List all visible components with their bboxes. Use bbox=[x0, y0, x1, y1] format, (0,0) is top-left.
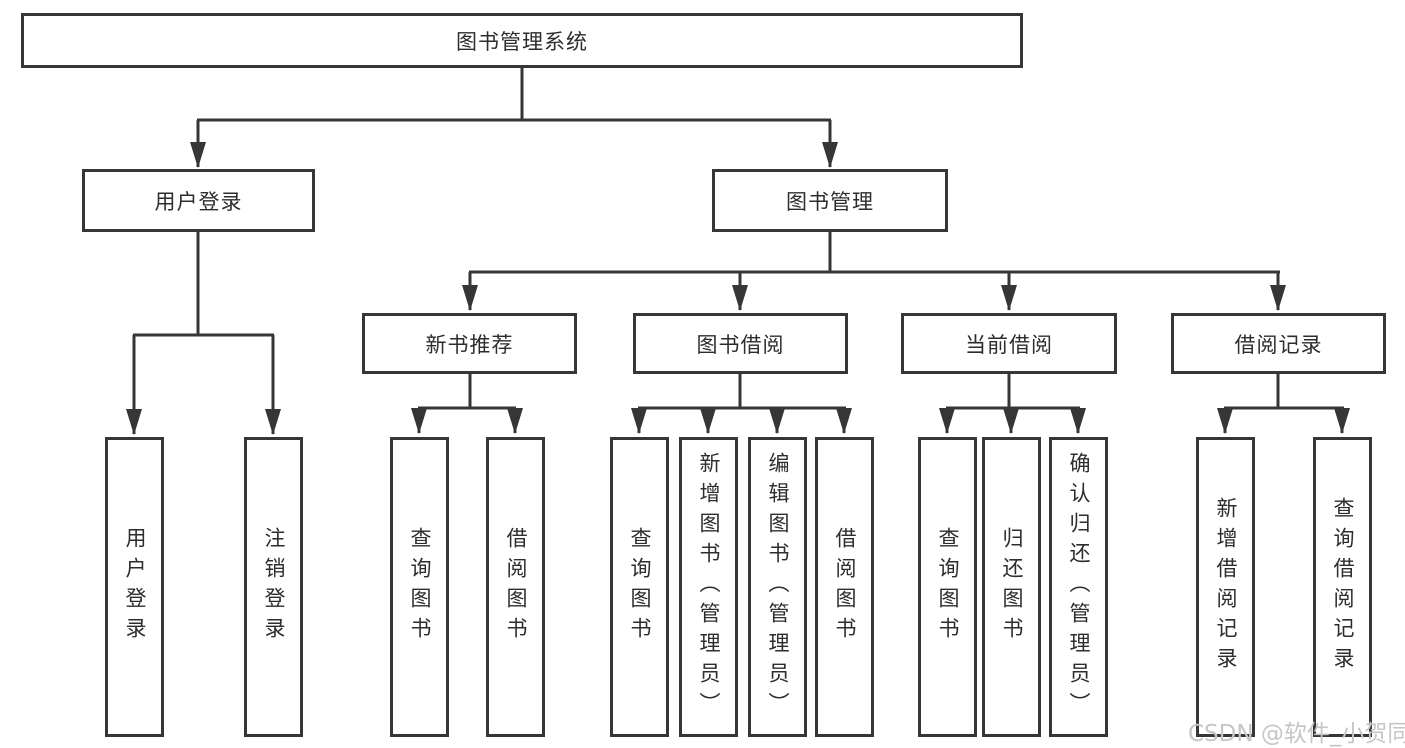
node-label: 借阅记录 bbox=[1234, 332, 1323, 357]
leaf-add-borrow-record: 新增借阅记录 bbox=[1196, 437, 1255, 737]
leaf-label: 新增借阅记录 bbox=[1214, 497, 1238, 677]
leaf-user-login: 用户登录 bbox=[105, 437, 164, 737]
node-label: 图书借阅 bbox=[696, 332, 785, 357]
node-label: 图书管理 bbox=[786, 189, 874, 214]
leaf-logout: 注销登录 bbox=[244, 437, 303, 737]
node-borrow-records: 借阅记录 bbox=[1171, 313, 1386, 374]
node-label: 图书管理系统 bbox=[456, 29, 588, 54]
leaf-label: 新增图书（管理员） bbox=[697, 452, 721, 722]
node-user-login: 用户登录 bbox=[82, 169, 315, 232]
leaf-label: 查询图书 bbox=[408, 527, 432, 647]
leaf-label: 用户登录 bbox=[123, 527, 147, 647]
node-current-borrow: 当前借阅 bbox=[901, 313, 1117, 374]
leaf-label: 归还图书 bbox=[1000, 527, 1024, 647]
node-label: 当前借阅 bbox=[965, 332, 1053, 357]
node-library-system: 图书管理系统 bbox=[21, 13, 1023, 68]
leaf-label: 借阅图书 bbox=[504, 527, 528, 647]
leaf-query-book: 查询图书 bbox=[918, 437, 977, 737]
node-book-borrow: 图书借阅 bbox=[633, 313, 848, 374]
leaf-query-book: 查询图书 bbox=[390, 437, 449, 737]
leaf-label: 查询图书 bbox=[936, 527, 960, 647]
leaf-confirm-return-admin: 确认归还（管理员） bbox=[1049, 437, 1108, 737]
leaf-query-borrow-record: 查询借阅记录 bbox=[1313, 437, 1372, 737]
leaf-return-book: 归还图书 bbox=[982, 437, 1041, 737]
leaf-label: 查询图书 bbox=[628, 527, 652, 647]
node-label: 用户登录 bbox=[154, 189, 243, 214]
leaf-edit-book-admin: 编辑图书（管理员） bbox=[748, 437, 807, 737]
node-book-management: 图书管理 bbox=[712, 169, 948, 232]
leaf-borrow-book: 借阅图书 bbox=[815, 437, 874, 737]
leaf-add-book-admin: 新增图书（管理员） bbox=[679, 437, 738, 737]
leaf-label: 查询借阅记录 bbox=[1331, 497, 1355, 677]
leaf-label: 确认归还（管理员） bbox=[1067, 452, 1091, 722]
leaf-label: 编辑图书（管理员） bbox=[766, 452, 790, 722]
node-new-book-recommend: 新书推荐 bbox=[362, 313, 577, 374]
leaf-query-book: 查询图书 bbox=[610, 437, 669, 737]
leaf-label: 借阅图书 bbox=[833, 527, 857, 647]
leaf-label: 注销登录 bbox=[262, 527, 286, 647]
node-label: 新书推荐 bbox=[425, 332, 514, 357]
csdn-watermark: CSDN @软件_小贺同学 bbox=[1188, 721, 1405, 747]
leaf-borrow-book: 借阅图书 bbox=[486, 437, 545, 737]
